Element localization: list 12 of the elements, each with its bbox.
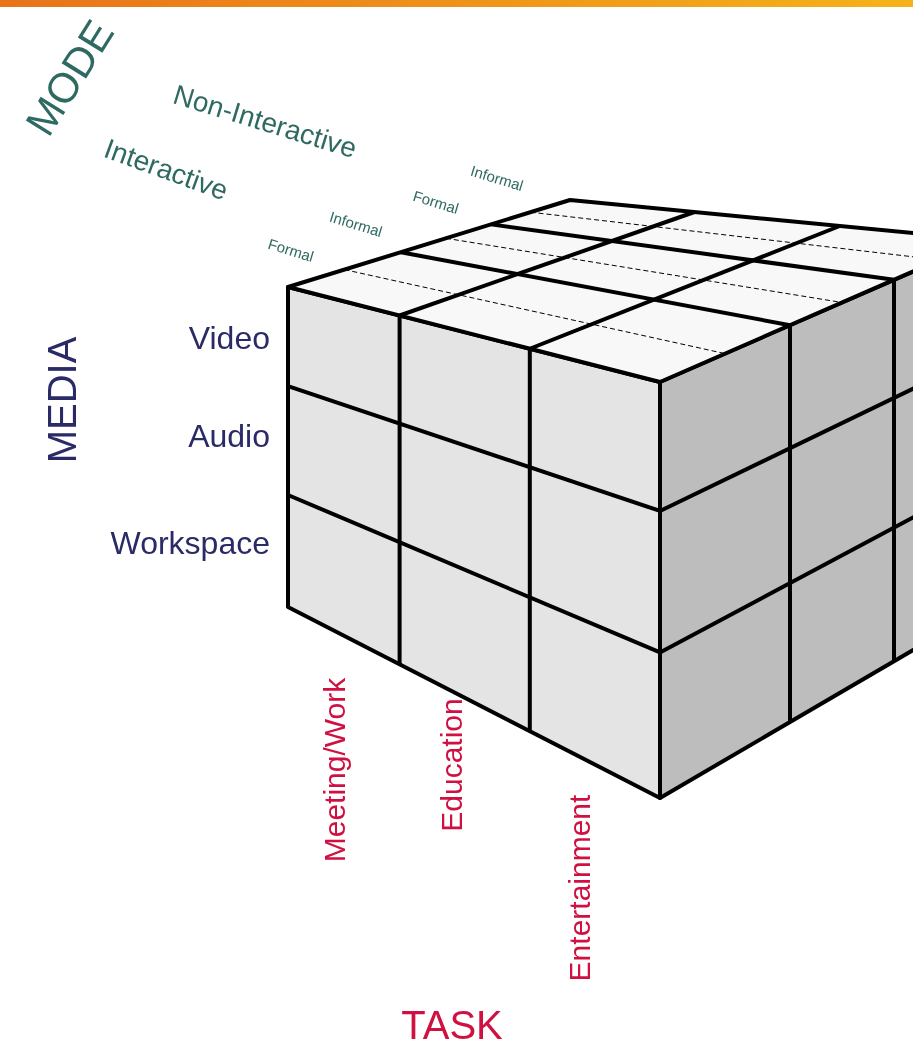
- category-label: Audio: [188, 420, 270, 452]
- axis-title: MEDIA: [42, 336, 82, 464]
- category-label: Meeting/Work: [320, 677, 350, 863]
- category-label: Education: [437, 698, 467, 832]
- category-label: Informal: [327, 208, 385, 240]
- axis-title: TASK: [401, 1005, 503, 1045]
- category-label: Informal: [468, 162, 526, 194]
- category-label: Workspace: [110, 527, 270, 559]
- category-label: Formal: [411, 188, 461, 216]
- category-label: Entertainment: [565, 794, 595, 982]
- category-label: Video: [188, 322, 270, 354]
- category-label: Formal: [266, 236, 316, 264]
